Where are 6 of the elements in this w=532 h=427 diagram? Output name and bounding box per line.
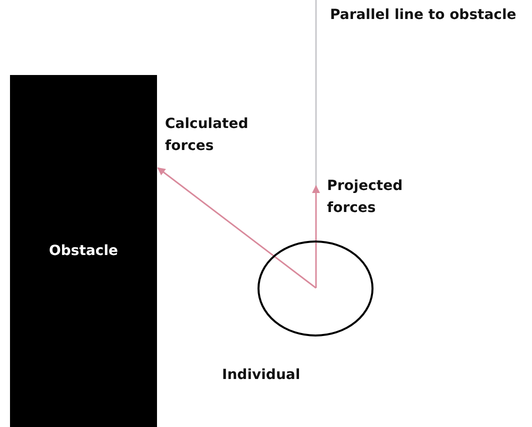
obstacle-block xyxy=(10,75,157,427)
force-label: Calculated forces xyxy=(165,115,250,156)
line-label: Parallel line to obstacle xyxy=(330,6,518,25)
node-caption: Individual xyxy=(222,367,300,383)
obstacle-label: Obstacle xyxy=(49,243,118,259)
force-label: Projected forces xyxy=(327,177,404,218)
